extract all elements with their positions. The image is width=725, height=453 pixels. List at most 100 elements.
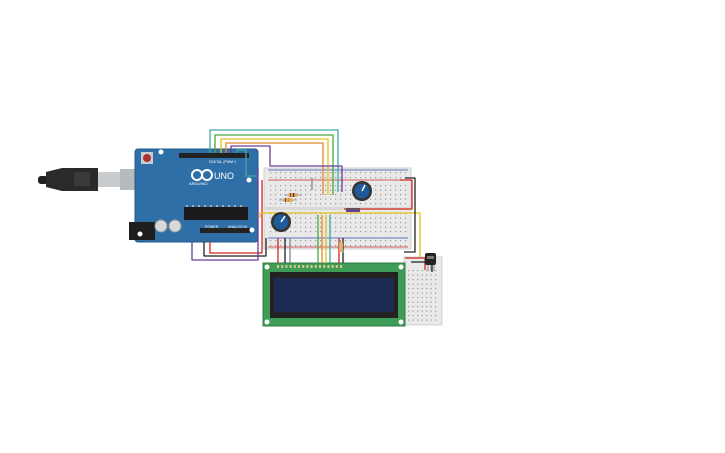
lcd-pin [298,265,300,268]
breadboard-hole [408,315,410,317]
breadboard-hole [305,240,307,242]
wire-green [214,134,334,195]
breadboard-hole [315,185,317,187]
breadboard-hole [335,231,337,233]
breadboard-hole [412,315,414,317]
breadboard-hole [435,279,437,281]
breadboard-hole [380,245,382,247]
breadboard-hole [340,194,342,196]
breadboard-hole [300,222,302,224]
wire-purple [230,145,343,192]
breadboard-hole [290,217,292,219]
breadboard-hole [325,198,327,200]
breadboard-hole [270,226,272,228]
resistor[interactable] [339,239,345,256]
breadboard-hole [395,194,397,196]
breadboard-hole [380,226,382,228]
arduino-uno-board[interactable]: UNO ARDUINO DIGITAL (PWM~) POWER ANALOG … [129,148,259,243]
breadboard-hole [400,194,402,196]
breadboard-hole [325,203,327,205]
breadboard-hole [320,185,322,187]
power-jack [129,222,155,240]
breadboard-hole [345,231,347,233]
breadboard-hole [408,288,410,290]
breadboard-hole [390,217,392,219]
breadboard-hole [320,222,322,224]
breadboard-hole [300,245,302,247]
breadboard-hole [365,203,367,205]
breadboard-hole [295,226,297,228]
breadboard-hole [355,177,357,179]
breadboard-hole [365,245,367,247]
breadboard-hole [417,319,419,321]
breadboard-hole [330,194,332,196]
breadboard-hole [295,189,297,191]
breadboard-hole [412,279,414,281]
breadboard-hole [275,231,277,233]
breadboard-hole [405,240,407,242]
breadboard-hole [325,177,327,179]
breadboard-hole [385,222,387,224]
lcd-16x2-display[interactable] [262,262,406,327]
capacitor [154,219,168,233]
breadboard-hole [412,306,414,308]
breadboard-hole [370,177,372,179]
breadboard-hole [345,245,347,247]
breadboard-hole [365,226,367,228]
potentiometer-contrast[interactable] [352,181,372,201]
breadboard-hole [380,177,382,179]
breadboard-hole [310,194,312,196]
breadboard-hole [285,203,287,205]
breadboard-hole [285,189,287,191]
breadboard-hole [421,315,423,317]
breadboard-hole [375,231,377,233]
breadboard-hole [417,283,419,285]
breadboard-hole [400,226,402,228]
small-breadboard[interactable] [403,256,443,326]
breadboard-hole [412,270,414,272]
breadboard-hole [375,172,377,174]
wiring[interactable] [191,129,433,272]
breadboard-hole [340,203,342,205]
potentiometer[interactable] [271,212,291,232]
power-header-label: POWER [205,225,219,229]
breadboard-hole [400,222,402,224]
breadboard-hole [300,172,302,174]
breadboard-hole [310,198,312,200]
usb-cable[interactable] [38,168,140,191]
resistor[interactable] [284,193,302,197]
capacitor [168,219,182,233]
breadboard-hole [285,177,287,179]
breadboard-hole [270,189,272,191]
temperature-sensor[interactable] [425,253,436,271]
breadboard-hole [275,240,277,242]
breadboard-hole [280,198,282,200]
breadboard-hole [350,222,352,224]
breadboard-hole [380,189,382,191]
breadboard-hole [280,172,282,174]
breadboard-hole [335,240,337,242]
breadboard-hole [355,217,357,219]
breadboard-hole [390,185,392,187]
breadboard-hole [430,283,432,285]
breadboard-hole [370,240,372,242]
breadboard-hole [310,217,312,219]
breadboard-hole [335,222,337,224]
breadboard-hole [405,231,407,233]
breadboard-hole [350,245,352,247]
breadboard-hole [345,185,347,187]
model-label: UNO [214,171,234,181]
breadboard-hole [280,185,282,187]
wire-teal [209,129,339,192]
breadboard-hole [395,203,397,205]
resistor[interactable] [279,198,297,202]
breadboard-hole [280,194,282,196]
breadboard-hole [417,292,419,294]
breadboard-hole [270,172,272,174]
breadboard-hole [405,198,407,200]
breadboard-hole [330,185,332,187]
breadboard-hole [320,177,322,179]
breadboard-hole [290,172,292,174]
breadboard-hole [320,245,322,247]
